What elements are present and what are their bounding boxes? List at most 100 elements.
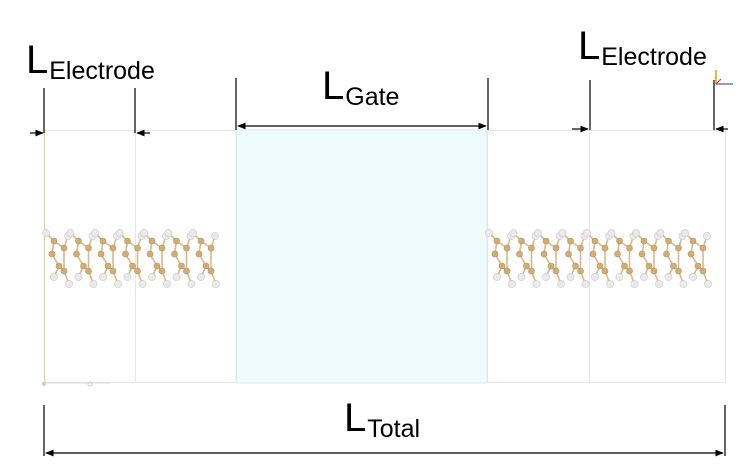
hydrogen-atom — [655, 280, 663, 288]
carbon-atom — [109, 244, 117, 252]
carbon-atom — [694, 262, 702, 270]
carbon-atom — [146, 250, 154, 258]
carbon-atom — [498, 262, 506, 270]
graphene-nanoribbon-structure — [42, 229, 712, 288]
carbon-atom — [601, 244, 609, 252]
label-l-electrode-left-main: L — [26, 38, 49, 82]
carbon-atom — [528, 244, 535, 252]
carbon-atom — [547, 262, 555, 270]
hydrogen-atom — [115, 229, 124, 237]
carbon-atom — [85, 244, 92, 252]
hydrogen-atom — [606, 280, 614, 288]
hydrogen-atom — [66, 229, 75, 237]
carbon-atom — [621, 262, 628, 270]
carbon-atom — [207, 244, 215, 252]
carbon-atom — [202, 262, 210, 270]
carbon-atom — [528, 267, 535, 275]
hydrogen-atom — [591, 273, 599, 281]
hydrogen-atom — [197, 273, 205, 281]
hydrogen-atom — [640, 273, 648, 281]
left-electrode-cell — [44, 130, 136, 383]
hydrogen-atom — [65, 280, 73, 288]
hydrogen-atom — [211, 232, 219, 240]
carbon-atom — [540, 250, 548, 258]
carbon-atom — [134, 244, 141, 252]
hydrogen-atom — [656, 229, 665, 237]
carbon-atom — [670, 262, 677, 270]
left-lead-cell — [135, 130, 237, 383]
carbon-atom — [60, 244, 68, 252]
carbon-atom — [516, 250, 523, 258]
hydrogen-atom — [532, 280, 541, 288]
carbon-atom — [73, 250, 80, 258]
carbon-atom — [567, 237, 574, 245]
carbon-atom — [183, 267, 190, 275]
carbon-atom — [645, 262, 653, 270]
hydrogen-atom — [632, 229, 640, 237]
hydrogen-atom — [212, 280, 220, 288]
carbon-atom — [638, 250, 646, 258]
carbon-atom — [491, 250, 499, 258]
hydrogen-atom — [493, 273, 501, 281]
carbon-atom — [601, 267, 609, 275]
carbon-atom — [55, 262, 63, 270]
carbon-atom — [173, 237, 180, 245]
carbon-atom — [129, 262, 136, 270]
hydrogen-atom — [508, 280, 516, 288]
label-l-electrode-right-sub: Electrode — [601, 43, 707, 71]
hydrogen-atom — [74, 273, 83, 281]
hydrogen-atom — [534, 229, 542, 237]
carbon-atom — [552, 267, 560, 275]
hydrogen-atom — [630, 280, 639, 288]
hydrogen-atom — [485, 229, 493, 237]
hydrogen-atom — [172, 273, 181, 281]
carbon-atom — [493, 237, 501, 245]
carbon-atom — [699, 244, 707, 252]
hydrogen-atom — [689, 273, 697, 281]
carbon-atom — [148, 237, 156, 245]
carbon-atom — [171, 250, 178, 258]
label-l-gate-sub: Gate — [345, 83, 400, 111]
carbon-atom — [640, 237, 648, 245]
carbon-atom — [122, 250, 129, 258]
carbon-atom — [518, 237, 525, 245]
label-l-total-main: L — [344, 396, 367, 440]
hydrogen-atom — [557, 280, 565, 288]
carbon-atom — [665, 237, 672, 245]
hydrogen-atom — [187, 280, 196, 288]
carbon-atom — [596, 262, 604, 270]
label-l-electrode-left: LElectrode — [26, 38, 155, 84]
hydrogen-atom — [681, 229, 689, 237]
label-l-electrode-left-sub: Electrode — [49, 57, 155, 85]
carbon-atom — [650, 267, 658, 275]
carbon-atom — [591, 237, 599, 245]
hydrogen-atom — [581, 280, 590, 288]
hydrogen-atom — [99, 273, 107, 281]
gate-region — [235, 129, 488, 384]
carbon-atom — [523, 262, 530, 270]
carbon-atom — [50, 237, 58, 245]
carbon-atom — [183, 244, 190, 252]
origin-marker-icon — [42, 381, 93, 387]
carbon-atom — [572, 262, 579, 270]
carbon-atom — [197, 237, 205, 245]
carbon-atom — [626, 267, 633, 275]
dimension-lines — [30, 78, 728, 457]
hydrogen-atom — [509, 229, 518, 237]
carbon-atom — [153, 262, 161, 270]
hydrogen-atom — [89, 280, 98, 288]
hydrogen-atom — [583, 229, 591, 237]
carbon-atom — [178, 262, 185, 270]
label-l-gate-main: L — [322, 64, 345, 108]
label-l-electrode-right-main: L — [578, 24, 601, 68]
carbon-atom — [650, 244, 658, 252]
carbon-atom — [577, 267, 584, 275]
carbon-atom — [85, 267, 92, 275]
carbon-atom — [577, 244, 584, 252]
carbon-atom — [80, 262, 87, 270]
carbon-atom — [626, 244, 633, 252]
label-l-total: LTotal — [344, 396, 420, 442]
label-l-electrode-right: LElectrode — [578, 24, 707, 70]
carbon-atom — [687, 250, 695, 258]
